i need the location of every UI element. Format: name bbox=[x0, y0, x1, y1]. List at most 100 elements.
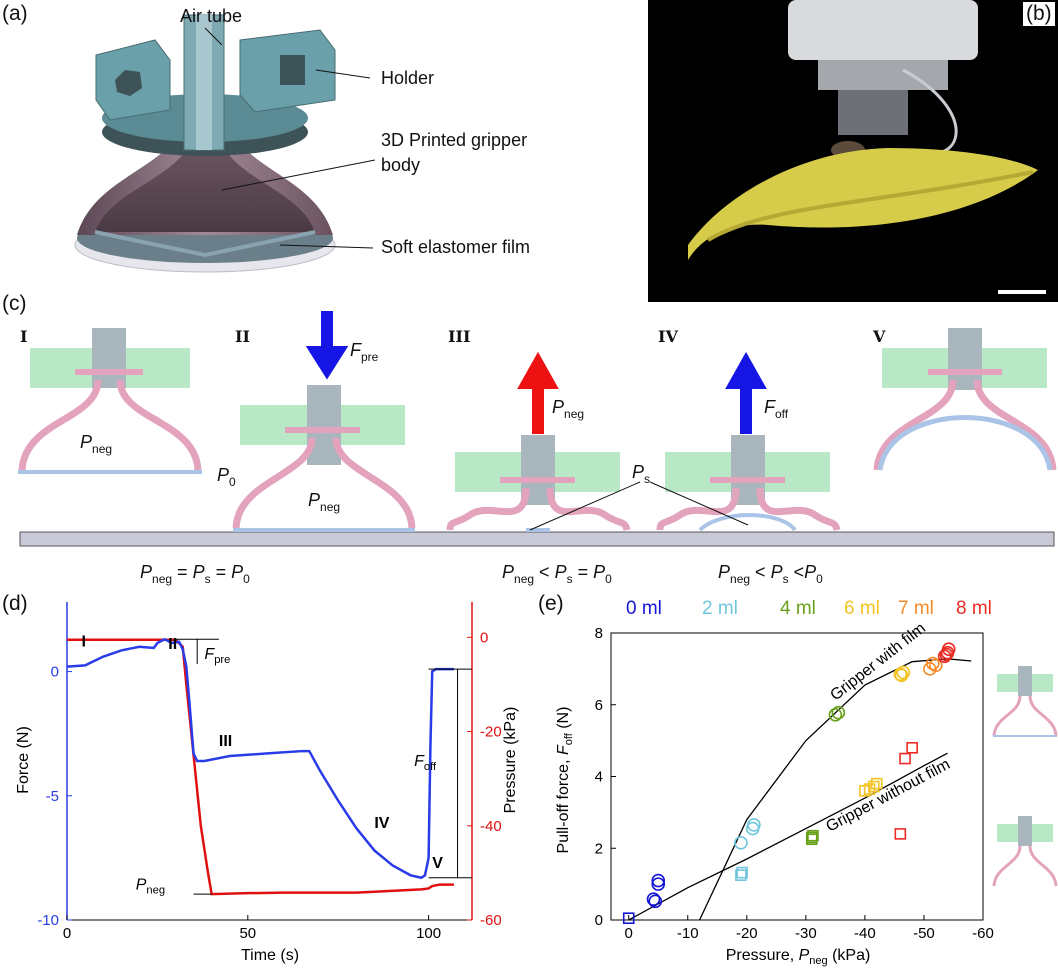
data-point bbox=[735, 869, 747, 881]
legend-item: 8 ml bbox=[956, 598, 992, 619]
stage-label-iv: IV bbox=[658, 327, 678, 346]
x-tick-label: 50 bbox=[239, 925, 256, 942]
x-tick-label: 100 bbox=[416, 925, 441, 942]
data-point bbox=[928, 658, 943, 673]
x-tick-label: -60 bbox=[972, 925, 994, 942]
y-tick-label: 4 bbox=[595, 769, 603, 786]
legend-item: 6 ml bbox=[844, 598, 880, 619]
data-point bbox=[870, 777, 883, 790]
y-right-tick-label: -20 bbox=[480, 724, 502, 741]
foff-annotation: Foff bbox=[414, 753, 437, 773]
x-tick-label: -30 bbox=[795, 925, 817, 942]
y-right-tick-label: -60 bbox=[480, 912, 502, 929]
data-point bbox=[828, 707, 843, 722]
stage-label-ii: II bbox=[235, 327, 250, 346]
symbol-pneg-ii: Pneg bbox=[308, 490, 341, 514]
panel-label-e: (e) bbox=[538, 592, 564, 615]
stage-label: I bbox=[81, 634, 85, 651]
data-point bbox=[805, 831, 818, 844]
data-point bbox=[899, 752, 911, 765]
stage-label-iii: III bbox=[448, 327, 471, 346]
x-tick-label: -10 bbox=[677, 925, 699, 942]
data-point bbox=[734, 836, 748, 850]
stage-iii-gripper bbox=[446, 351, 631, 532]
data-point bbox=[622, 912, 635, 925]
y-right-tick-label: 0 bbox=[480, 629, 488, 646]
inset-gripper-without-film bbox=[1018, 816, 1032, 846]
pressure-line bbox=[67, 638, 454, 896]
data-point bbox=[807, 829, 819, 842]
symbol-p0: P0 bbox=[217, 465, 236, 489]
panel-label-b: (b) bbox=[1023, 2, 1055, 26]
symbol-fpre: Fpre bbox=[350, 340, 379, 364]
data-point bbox=[926, 656, 940, 671]
y-left-tick-label: 0 bbox=[51, 664, 59, 681]
x-tick-label: 0 bbox=[625, 925, 633, 942]
label-air-tube: Air tube bbox=[180, 6, 243, 26]
fit-curve bbox=[628, 752, 948, 921]
data-point bbox=[646, 892, 661, 906]
data-point bbox=[651, 873, 666, 888]
label-soft-film: Soft elastomer film bbox=[381, 237, 531, 257]
symbol-pneg-iii: Pneg bbox=[552, 397, 585, 421]
y-tick-label: 0 bbox=[595, 912, 603, 929]
x-tick-label: -40 bbox=[854, 925, 876, 942]
y-tick-label: 6 bbox=[595, 697, 603, 714]
x-tick-label: -20 bbox=[736, 925, 758, 942]
data-point bbox=[937, 649, 952, 664]
data-point bbox=[867, 780, 880, 793]
data-point bbox=[896, 665, 911, 680]
panel-label-a: (a) bbox=[2, 2, 28, 25]
legend-item: 7 ml bbox=[898, 598, 934, 619]
x-axis-label: Pressure, Pneg (kPa) bbox=[726, 947, 871, 967]
data-point bbox=[651, 877, 666, 891]
label-holder: Holder bbox=[381, 68, 435, 88]
y-axis-label: Pull-off force, Foff (N) bbox=[555, 707, 575, 854]
y-right-tick-label: -40 bbox=[480, 818, 502, 835]
data-point bbox=[736, 866, 748, 879]
data-point bbox=[894, 668, 909, 683]
data-point bbox=[747, 818, 761, 832]
x-tick-label: 0 bbox=[63, 925, 71, 942]
inset-gripper-without-film bbox=[992, 845, 1022, 887]
y-left-axis-label: Force (N) bbox=[15, 726, 32, 794]
legend-item: 0 ml bbox=[626, 598, 662, 619]
data-point bbox=[648, 894, 663, 909]
data-point bbox=[906, 742, 918, 754]
data-point bbox=[831, 705, 846, 720]
stage-ii-gripper bbox=[232, 311, 416, 532]
x-axis-label: Time (s) bbox=[241, 947, 299, 964]
stage-label: IV bbox=[374, 815, 389, 832]
inset-gripper-without-film bbox=[1028, 845, 1058, 887]
stage-label: III bbox=[219, 733, 232, 750]
stage-label-i: I bbox=[20, 327, 28, 346]
label-gripper-body-2: body bbox=[381, 155, 421, 175]
curve-label: Gripper without film bbox=[823, 756, 953, 836]
label-gripper-body-1: 3D Printed gripper bbox=[381, 130, 528, 150]
data-point bbox=[894, 828, 907, 840]
x-tick-label: -50 bbox=[913, 925, 935, 942]
symbol-ps: Ps bbox=[632, 462, 651, 486]
stage-label-v: V bbox=[873, 327, 886, 346]
y-right-axis-label: Pressure (kPa) bbox=[502, 707, 519, 814]
y-tick-label: 2 bbox=[595, 840, 603, 857]
y-left-tick-label: -5 bbox=[46, 788, 59, 805]
inset-gripper-with-film bbox=[992, 695, 1022, 737]
y-tick-label: 8 bbox=[595, 625, 603, 642]
fpre-annotation: Fpre bbox=[204, 646, 230, 666]
stage-i-gripper bbox=[18, 328, 202, 474]
stage-v-gripper bbox=[873, 328, 1057, 471]
equation-3: Pneg < Ps <P0 bbox=[718, 562, 823, 586]
panel-label-d: (d) bbox=[2, 592, 28, 615]
inset-gripper-with-film bbox=[1018, 666, 1032, 696]
equation-2: Pneg < Ps = P0 bbox=[502, 562, 612, 586]
panel-label-c: (c) bbox=[2, 292, 27, 315]
force-line bbox=[66, 637, 454, 880]
legend-item: 4 ml bbox=[780, 598, 816, 619]
mechanism-diagram bbox=[18, 311, 1057, 547]
stage-iv-gripper bbox=[656, 351, 841, 532]
data-point bbox=[893, 667, 908, 682]
legend-item: 2 ml bbox=[702, 598, 738, 619]
symbol-foff: Foff bbox=[764, 397, 789, 421]
